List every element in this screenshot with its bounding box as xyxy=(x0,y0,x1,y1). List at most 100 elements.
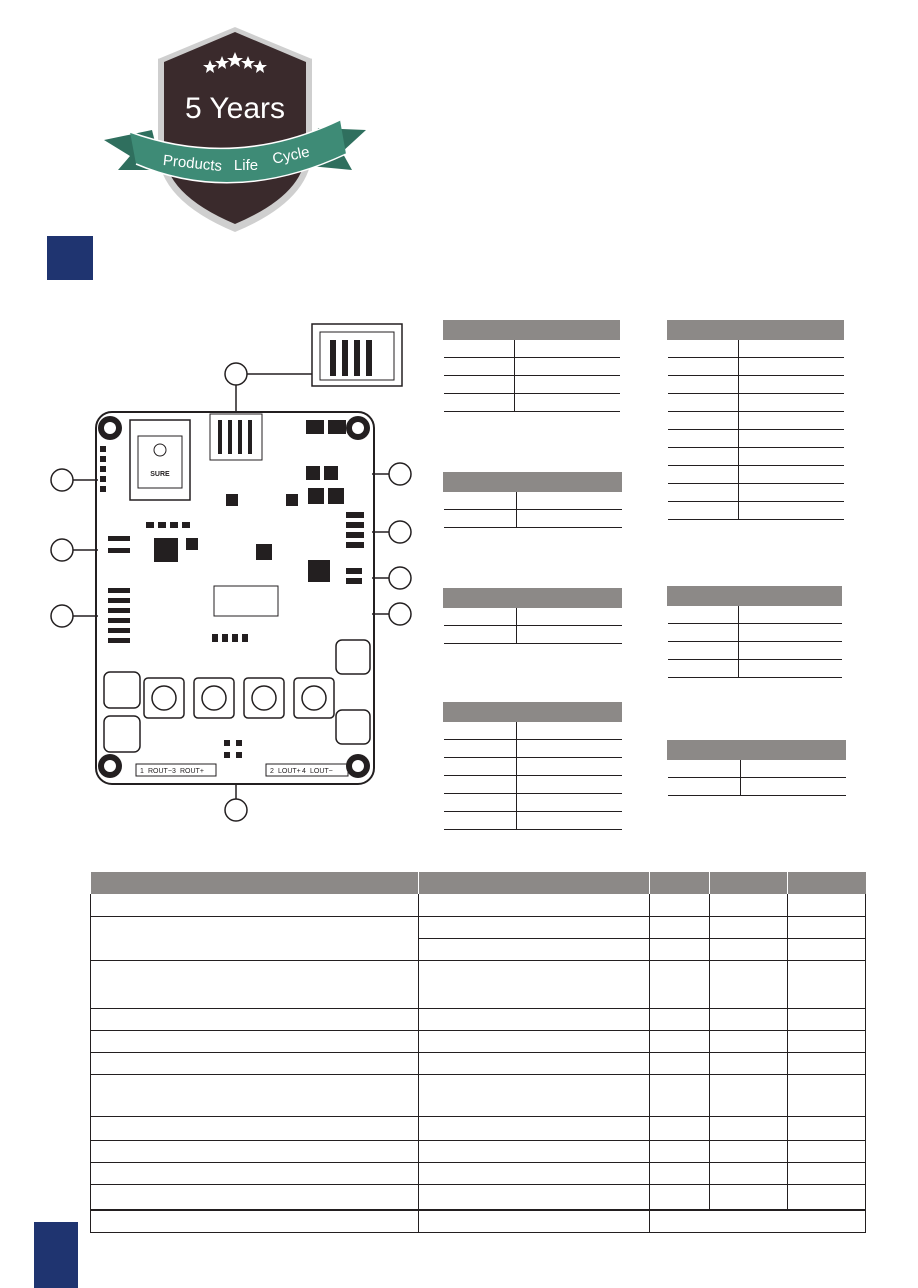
table-row xyxy=(667,759,846,778)
table-cell xyxy=(516,491,622,510)
table-cell xyxy=(514,339,620,358)
table-row xyxy=(667,465,844,484)
table-row xyxy=(90,1030,866,1053)
table-row xyxy=(667,411,844,430)
table-cell xyxy=(738,623,842,642)
table-cell xyxy=(516,625,622,644)
table-cell xyxy=(667,777,741,796)
table-cell xyxy=(443,775,517,794)
terminal-label-3: 3 xyxy=(172,768,176,775)
table-row xyxy=(90,1210,866,1233)
stars-row xyxy=(203,52,267,73)
table-row xyxy=(667,501,844,520)
header-cell xyxy=(738,586,842,606)
header-cell xyxy=(443,702,517,722)
terminal-label-2: 2 xyxy=(270,768,274,775)
table-cell xyxy=(516,775,622,794)
spec-mini-table xyxy=(443,472,622,528)
table-row xyxy=(667,777,846,796)
table-cell xyxy=(738,339,844,358)
table-cell xyxy=(667,659,739,678)
table-cell xyxy=(516,811,622,830)
table-cell xyxy=(443,721,517,740)
table-cell xyxy=(443,357,515,376)
table-row xyxy=(667,641,842,660)
table-cell xyxy=(738,375,844,394)
header-cell xyxy=(443,472,517,492)
table-row xyxy=(667,375,844,394)
header-cell xyxy=(516,588,622,608)
pcb-layout-diagram: SURE xyxy=(50,323,412,822)
spec-mini-table xyxy=(667,740,846,796)
section-marker xyxy=(47,236,93,280)
table-cell xyxy=(516,509,622,528)
table-row xyxy=(90,1184,866,1211)
header-cell xyxy=(90,872,419,894)
table-cell xyxy=(738,605,842,624)
terminal-label-rout-plus: ROUT+ xyxy=(180,768,204,775)
table-row xyxy=(443,739,622,758)
spec-mini-table xyxy=(443,702,622,830)
table-cell xyxy=(738,393,844,412)
table-cell xyxy=(667,393,739,412)
table-cell xyxy=(667,339,739,358)
table-row xyxy=(667,429,844,448)
table-cell xyxy=(443,811,517,830)
table-cell xyxy=(443,375,515,394)
table-cell xyxy=(516,739,622,758)
table-cell xyxy=(516,721,622,740)
spec-mini-table xyxy=(443,320,620,412)
terminal-label-1: 1 xyxy=(140,768,144,775)
header-cell xyxy=(667,740,741,760)
mini-table-header xyxy=(667,586,842,606)
table-row xyxy=(91,938,866,961)
ribbon-word-2: Life xyxy=(234,157,258,174)
table-row xyxy=(443,491,622,510)
table-row xyxy=(90,916,866,961)
table-cell xyxy=(667,623,739,642)
table-cell xyxy=(667,641,739,660)
table-cell xyxy=(443,607,517,626)
table-row xyxy=(90,1140,866,1163)
header-cell xyxy=(443,320,515,340)
table-row xyxy=(667,393,844,412)
table-row xyxy=(443,357,620,376)
table-row xyxy=(90,960,866,1009)
table-cell xyxy=(514,393,620,412)
table-cell xyxy=(738,429,844,448)
table-row xyxy=(90,894,866,917)
mini-table-header xyxy=(443,472,622,492)
table-row xyxy=(667,483,844,502)
header-cell xyxy=(516,472,622,492)
table-cell xyxy=(738,483,844,502)
table-row xyxy=(90,1008,866,1031)
spec-mini-table xyxy=(667,320,844,520)
spec-table-header xyxy=(90,872,866,894)
table-row xyxy=(443,775,622,794)
table-row xyxy=(443,509,622,528)
spec-table-body xyxy=(90,894,866,1233)
table-cell xyxy=(740,759,846,778)
table-cell xyxy=(667,411,739,430)
mini-table-header xyxy=(667,740,846,760)
table-cell xyxy=(443,793,517,812)
terminal-label-4: 4 xyxy=(302,768,306,775)
table-cell xyxy=(667,465,739,484)
table-cell xyxy=(516,607,622,626)
table-cell xyxy=(443,393,515,412)
table-row xyxy=(90,1162,866,1185)
header-cell xyxy=(418,872,651,894)
table-cell xyxy=(738,641,842,660)
header-cell xyxy=(787,872,866,894)
page-corner-marker xyxy=(34,1222,78,1288)
mini-table-header xyxy=(443,702,622,722)
table-row xyxy=(443,393,620,412)
table-cell xyxy=(443,339,515,358)
table-row xyxy=(667,605,842,624)
table-row xyxy=(90,1052,866,1075)
table-row xyxy=(443,625,622,644)
table-row xyxy=(667,447,844,466)
header-cell xyxy=(738,320,844,340)
table-row xyxy=(443,339,620,358)
terminal-label-lout-plus: LOUT+ xyxy=(278,768,301,775)
